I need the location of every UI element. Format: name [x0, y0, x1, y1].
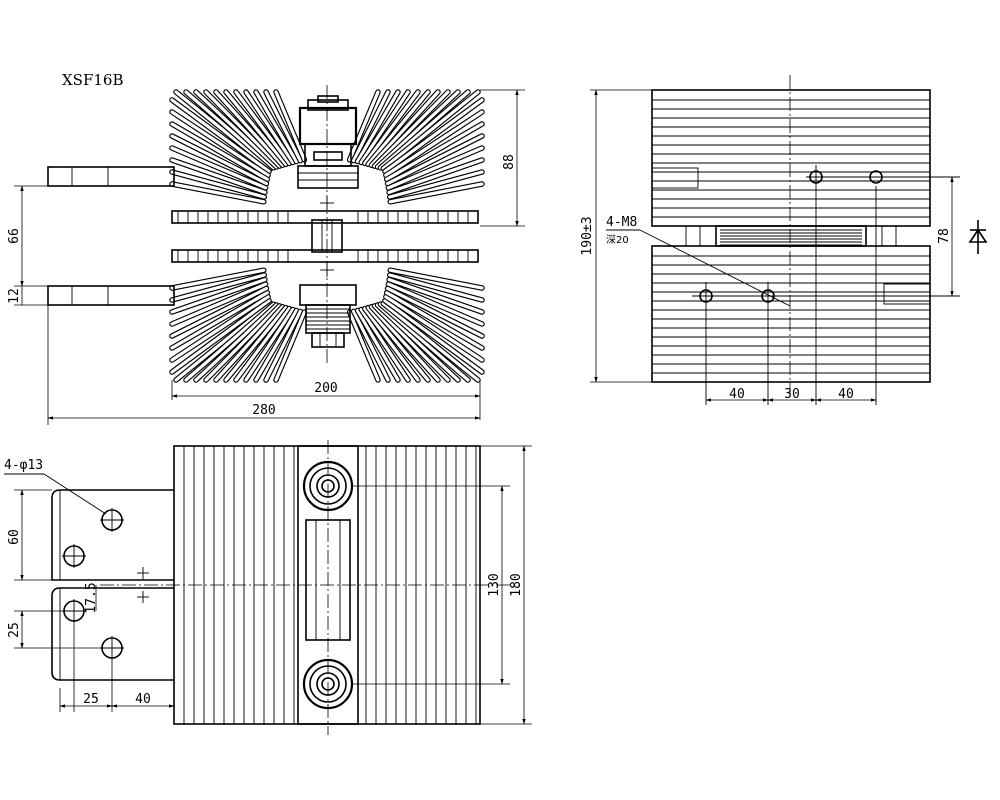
dim-78: 78 [937, 228, 952, 244]
upper-bus-plate [51, 489, 174, 581]
bottom-stud [299, 284, 357, 348]
dim-25-horizontal: 25 [83, 692, 99, 707]
side-upper-block [651, 89, 931, 227]
dim-180: 180 [509, 573, 524, 596]
dim-side-40b: 40 [838, 387, 854, 402]
side-lower-block [651, 245, 931, 383]
dim-88: 88 [502, 154, 517, 170]
dim-40-horizontal: 40 [135, 692, 151, 707]
dim-190: 190±3 [580, 216, 595, 255]
lower-bus-plate [51, 587, 174, 681]
thread-label: 4-M8 [606, 215, 637, 230]
bar-holes-label: 4-φ13 [4, 458, 43, 473]
dim-side-40a: 40 [729, 387, 745, 402]
dim-200: 200 [314, 381, 337, 396]
top-base-plate [171, 210, 479, 224]
dim-12: 12 [7, 288, 22, 304]
dim-66: 66 [7, 228, 22, 244]
dim-17-5: 17.5 [84, 582, 99, 613]
bottom-bus-bar [47, 285, 175, 306]
dim-60: 60 [7, 529, 22, 545]
thread-depth: 深20 [606, 234, 629, 246]
side-view: 190±3 78 4-M8 深20 40 30 40 [580, 75, 988, 405]
dim-side-30: 30 [784, 387, 800, 402]
dim-25-vertical: 25 [7, 622, 22, 638]
bottom-view: 4-φ13 60 17.5 25 25 40 130 180 [4, 440, 532, 735]
top-stud [297, 95, 359, 189]
front-view: 88 66 12 200 280 [7, 85, 525, 425]
base-teeth [177, 211, 469, 262]
side-middle-element [715, 225, 867, 247]
dim-130: 130 [487, 573, 502, 596]
top-heatsink-fins [169, 89, 485, 205]
dim-280: 280 [252, 403, 275, 418]
model-title: XSF16B [62, 71, 123, 89]
bottom-base-plate [171, 249, 479, 263]
diode-symbol-icon [968, 220, 988, 254]
bottom-heatsink-fins [169, 267, 485, 383]
top-bus-bar [47, 166, 175, 187]
